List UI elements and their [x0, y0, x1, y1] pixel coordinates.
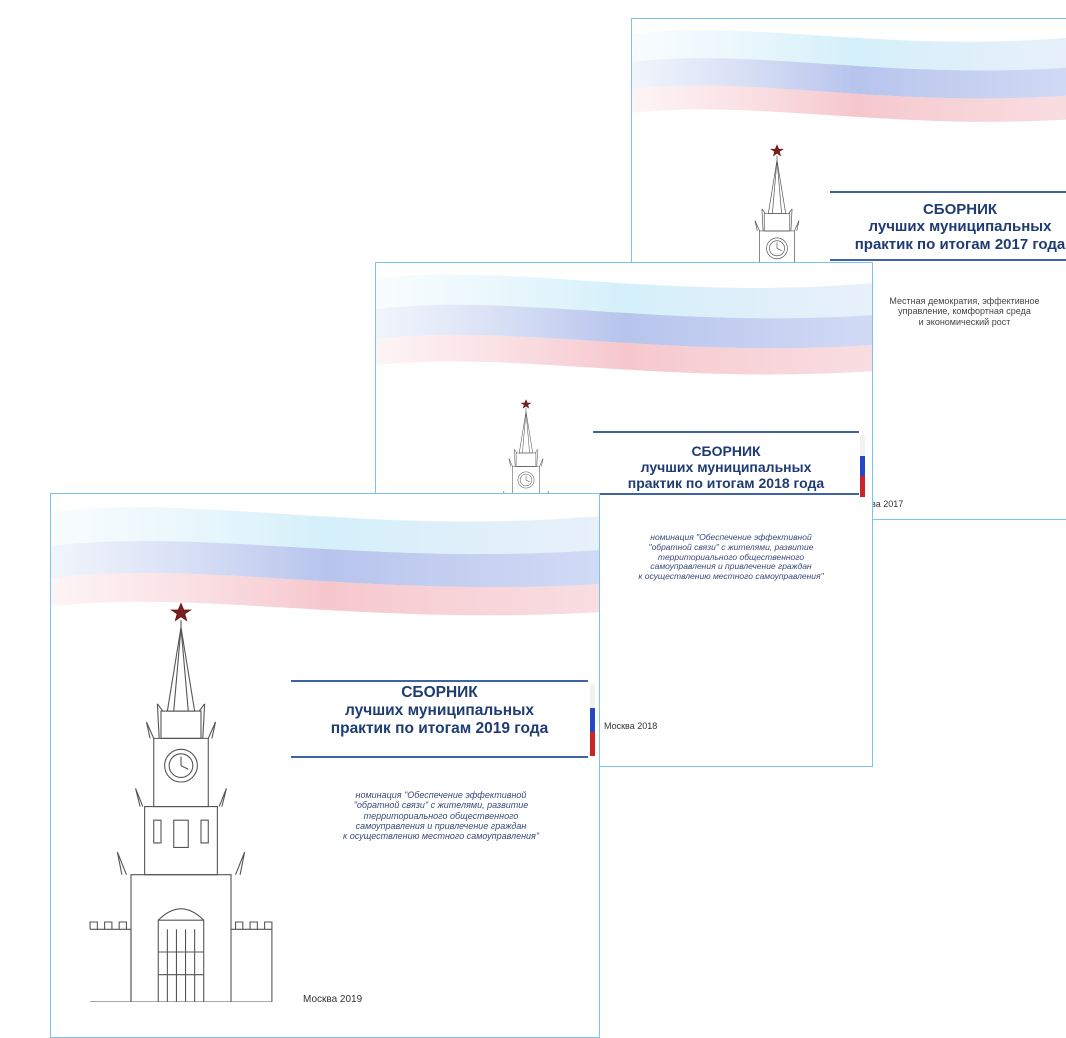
- title-rule-top: [593, 431, 859, 433]
- title-rule-top: [830, 191, 1066, 193]
- title-main: СБОРНИК: [401, 684, 478, 701]
- cover-2019[interactable]: СБОРНИК лучших муниципальных практик по …: [50, 493, 600, 1038]
- title-main: СБОРНИК: [691, 443, 761, 459]
- title-line1: лучших муниципальных: [640, 459, 812, 476]
- city-year: Москва 2019: [303, 994, 363, 1005]
- title-main: СБОРНИК: [922, 201, 998, 218]
- cover-title: СБОРНИК лучших муниципальных практик по …: [291, 684, 588, 737]
- title-rule-bottom: [291, 756, 588, 758]
- nomination-text: Местная демократия, эффективное управлен…: [889, 296, 1040, 327]
- cover-title: СБОРНИК лучших муниципальных практик по …: [830, 201, 1066, 253]
- tricolor-bar: [590, 684, 595, 756]
- nomination-text: номинация "Обеспечение эффективной "обра…: [638, 532, 824, 582]
- city-year: Москва 2017: [850, 499, 904, 509]
- title-rule-bottom: [830, 259, 1066, 261]
- title-line2: практик по итогам 2018 года: [627, 475, 825, 492]
- title-line1: лучших муниципальных: [344, 701, 535, 719]
- city-year: Москва 2018: [604, 721, 658, 731]
- nomination-text: номинация "Обеспечение эффективной "обра…: [342, 790, 540, 842]
- title-line2: практик по итогам 2019 года: [330, 719, 549, 737]
- title-rule-top: [291, 680, 588, 682]
- spasskaya-tower-drawing: [89, 603, 273, 1002]
- flag-ribbon-graphic: [632, 30, 1066, 122]
- tricolor-bar: [860, 435, 865, 497]
- flag-ribbon-graphic: [51, 507, 599, 616]
- flag-ribbon-graphic: [376, 274, 872, 375]
- title-rule-bottom: [593, 493, 859, 495]
- title-line1: лучших муниципальных: [868, 218, 1052, 236]
- cover-title: СБОРНИК лучших муниципальных практик по …: [593, 443, 859, 491]
- title-line2: практик по итогам 2017 года: [854, 235, 1066, 253]
